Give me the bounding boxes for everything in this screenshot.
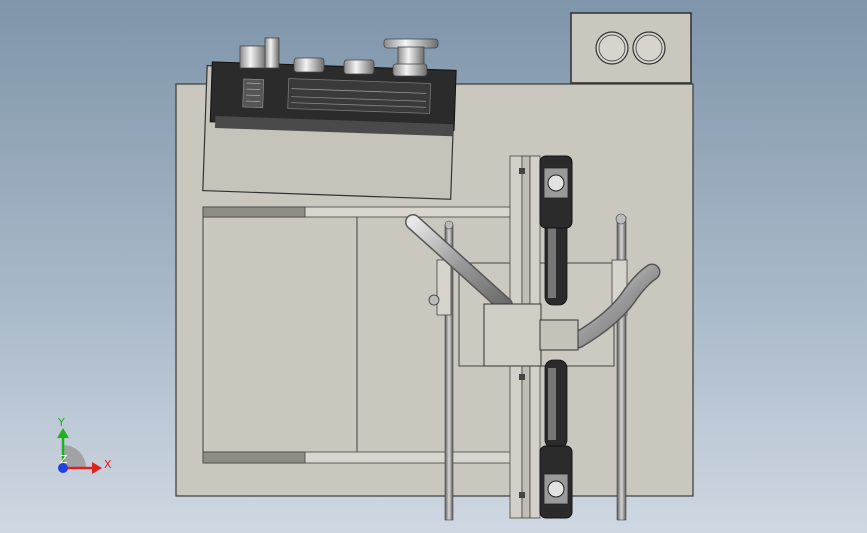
control-box — [570, 12, 692, 84]
axis-z-label: Z — [60, 453, 68, 466]
axis-x-label: X — [104, 458, 112, 471]
control-knob-right — [632, 31, 666, 65]
tilted-panel — [202, 61, 457, 200]
control-knob-left — [595, 31, 629, 65]
axis-triad-icon: Y X Z — [57, 416, 112, 474]
axis-y-label: Y — [57, 416, 65, 429]
right-mechanism — [405, 155, 661, 521]
panel-knobs — [239, 37, 439, 77]
